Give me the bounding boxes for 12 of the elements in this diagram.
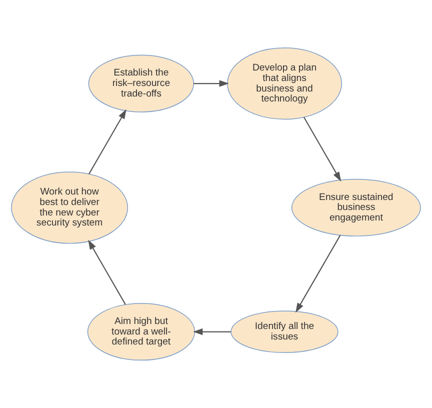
arrow bbox=[88, 240, 126, 305]
arrow bbox=[303, 116, 342, 182]
node-ellipse: Establish the risk–resource trade-offs bbox=[88, 54, 194, 112]
node-ellipse: Identify all the issues bbox=[230, 310, 338, 353]
node-ellipse: Aim high but toward a well-defined target bbox=[87, 303, 196, 361]
arrow bbox=[88, 109, 126, 174]
node-ellipse: Work out how best to deliver the new cyber security system bbox=[11, 172, 128, 244]
arrow bbox=[296, 234, 341, 313]
node-ellipse: Develop a plan that aligns business and technology bbox=[227, 48, 342, 120]
node-ellipse: Ensure sustained business engagement bbox=[291, 178, 421, 236]
arrow bbox=[193, 328, 231, 336]
arrow bbox=[194, 80, 229, 87]
